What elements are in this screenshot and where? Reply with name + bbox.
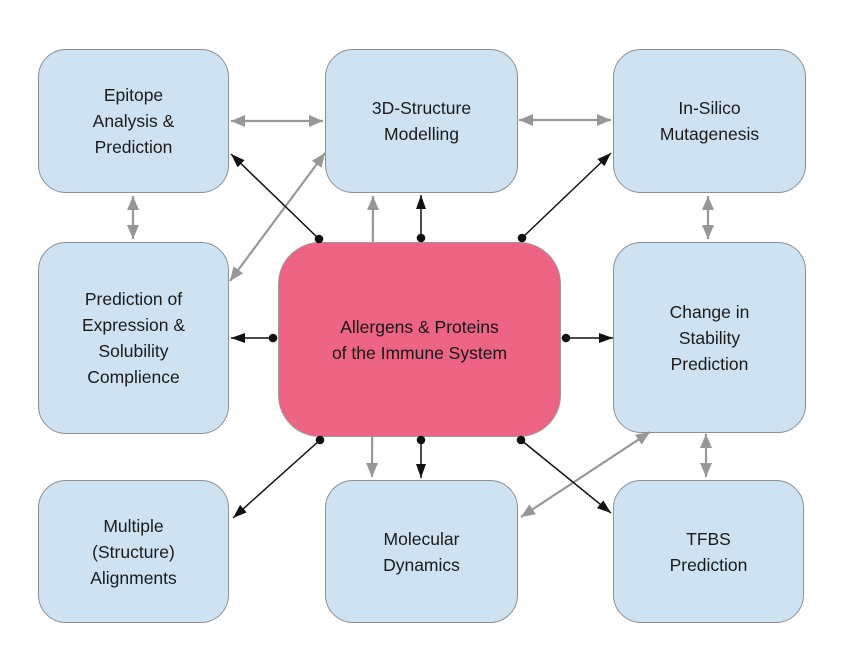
node-label: Prediction of Expression & Solubility Co…: [81, 289, 186, 387]
node-prediction-expression-solubility: Prediction of Expression & Solubility Co…: [38, 242, 229, 434]
node-center-allergens-proteins: Allergens & Proteins of the Immune Syste…: [278, 242, 561, 437]
node-label: Molecular Dynamics: [383, 528, 460, 575]
node-label: Change in Stability Prediction: [669, 301, 750, 374]
node-label: Epitope Analysis & Prediction: [92, 85, 175, 157]
node-label: TFBS Prediction: [669, 528, 748, 575]
node-in-silico-mutagenesis: In-Silico Mutagenesis: [613, 49, 806, 193]
node-multiple-structure-alignments: Multiple (Structure) Alignments: [38, 480, 229, 623]
node-molecular-dynamics: Molecular Dynamics: [325, 480, 518, 623]
node-label: Multiple (Structure) Alignments: [90, 515, 177, 588]
node-label: In-Silico Mutagenesis: [659, 98, 760, 144]
node-tfbs-prediction: TFBS Prediction: [613, 480, 804, 623]
node-epitope-analysis-prediction: Epitope Analysis & Prediction: [38, 49, 229, 193]
node-label: 3D-Structure Modelling: [371, 98, 472, 144]
node-change-in-stability: Change in Stability Prediction: [613, 242, 806, 433]
node-3d-structure-modelling: 3D-Structure Modelling: [325, 49, 518, 193]
center-node-label: Allergens & Proteins of the Immune Syste…: [331, 316, 508, 363]
